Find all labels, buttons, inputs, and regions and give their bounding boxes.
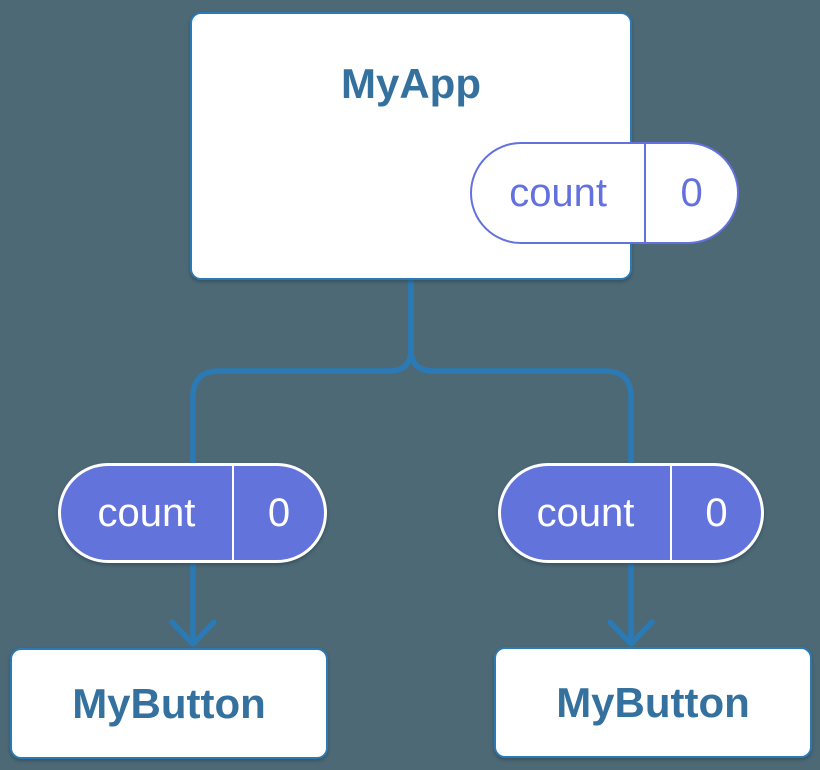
component-title-myapp: MyApp [341, 60, 481, 107]
prop-pill-left: count 0 [58, 463, 327, 563]
prop-pill-value: 0 [705, 490, 728, 535]
connector-left-branch [190, 277, 414, 643]
connector-right-branch [408, 277, 634, 643]
component-node-mybutton-right: MyButton [494, 647, 812, 758]
arrowhead-down-icon [607, 619, 655, 647]
arrowhead-down-icon [169, 619, 217, 647]
prop-pill-value: 0 [267, 490, 291, 535]
component-node-myapp: MyApp count 0 [190, 12, 739, 280]
state-pill-value: 0 [680, 170, 703, 215]
prop-pill-label: count [501, 466, 672, 560]
state-pill-label: count [472, 144, 647, 242]
state-pill-myapp: count 0 [470, 142, 739, 244]
component-node-mybutton-left: MyButton [10, 648, 328, 759]
prop-pill-label: count [61, 466, 234, 560]
prop-pill-right: count 0 [498, 463, 764, 563]
